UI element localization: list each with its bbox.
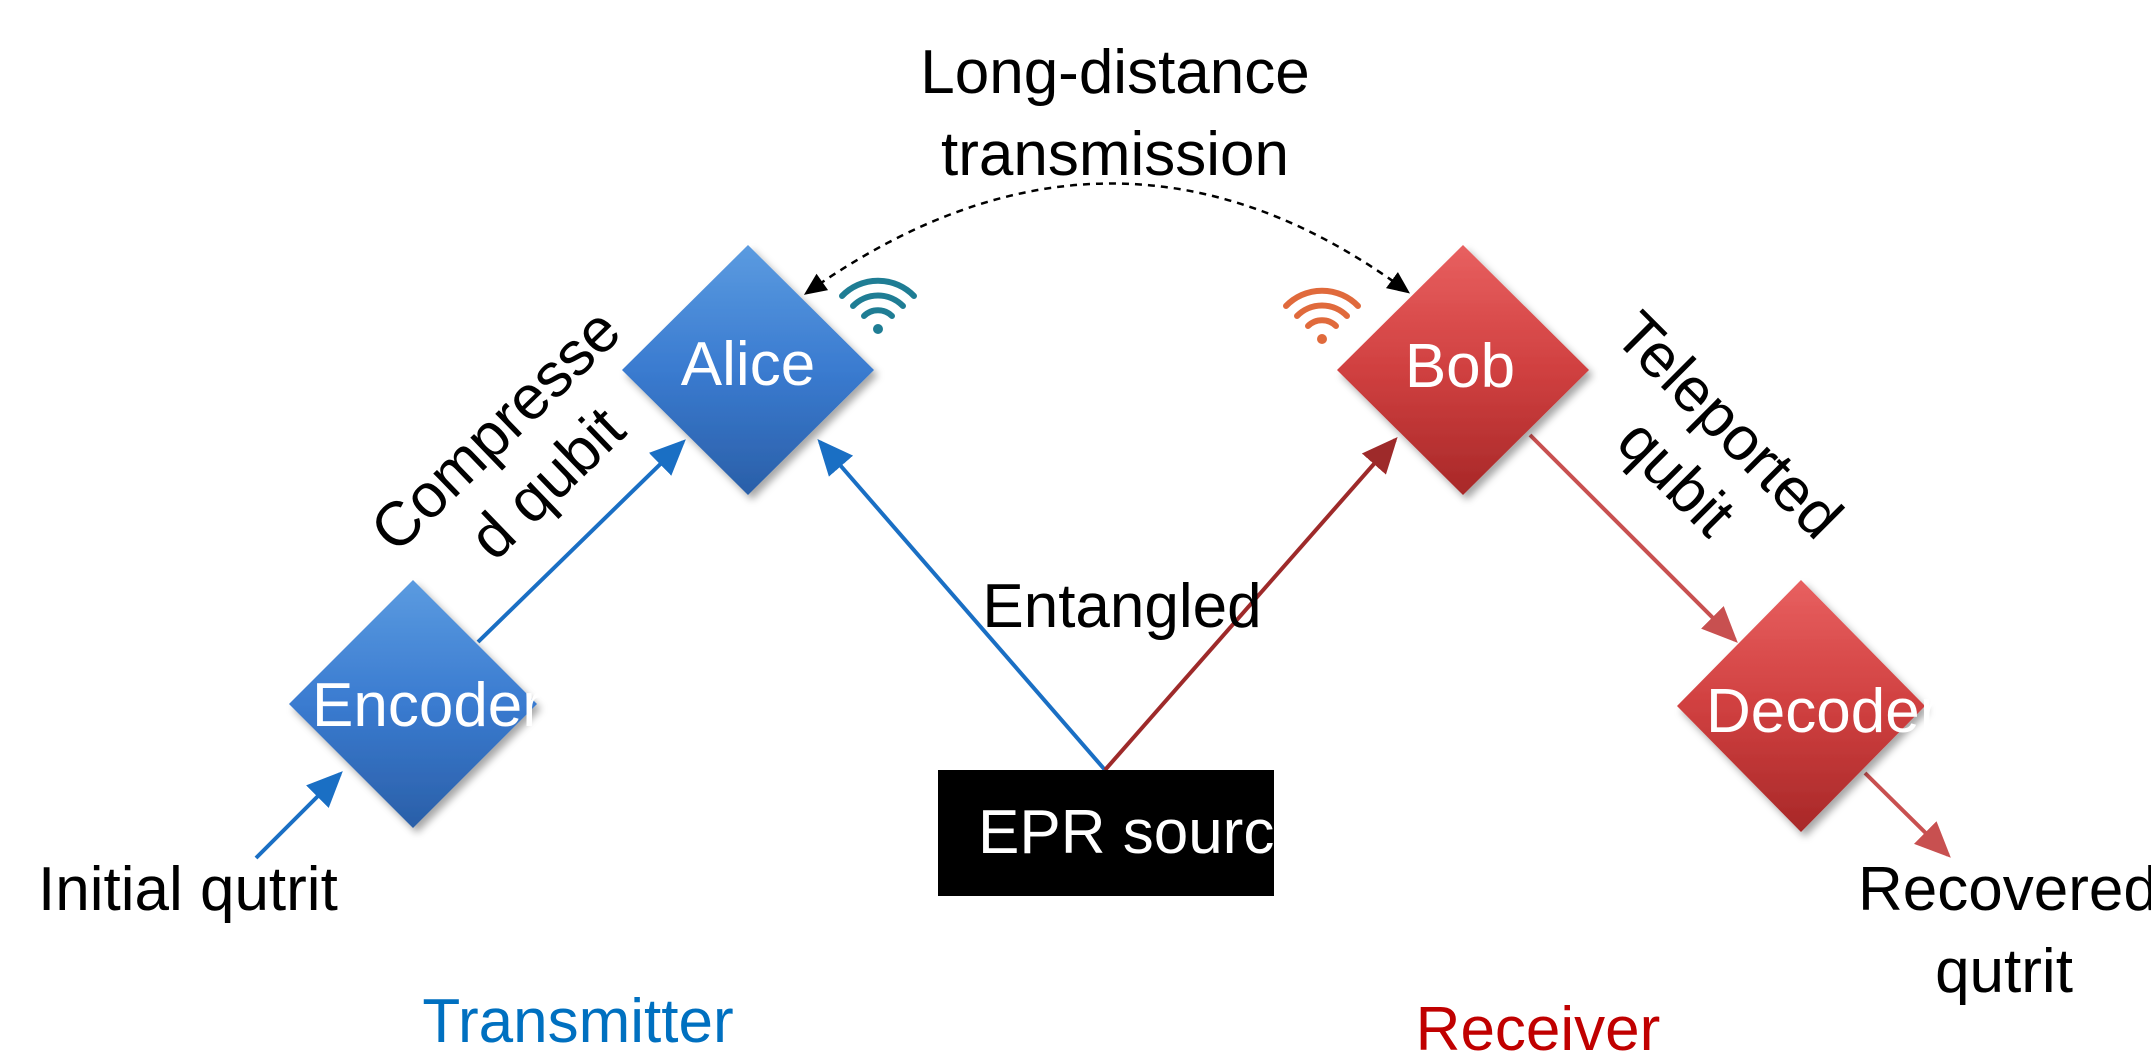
recovered-qutrit-line1: Recovered [1858, 855, 2151, 924]
wifi-icon [839, 277, 917, 334]
encoder-node: Encoder [289, 580, 543, 828]
decoder-node: Decoder [1677, 580, 1940, 832]
epr-to-alice-arrow [817, 438, 1107, 772]
decoder-label: Decoder [1706, 677, 1940, 746]
encoder-to-alice-arrow [476, 439, 686, 644]
long-distance-arc [803, 182, 1411, 295]
long-distance-label-line2: transmission [941, 120, 1289, 189]
long-distance-label-line1: Long-distance [920, 38, 1310, 107]
initial-qutrit-label: Initial qutrit [38, 855, 338, 924]
bob-to-decoder-arrow [1528, 433, 1738, 643]
bob-node: Bob [1337, 245, 1589, 495]
entangled-label: Entangled [982, 572, 1261, 641]
epr-source-label: EPR source [978, 798, 1309, 867]
decoder-to-recovered-arrow [1863, 771, 1951, 858]
transmitter-label: Transmitter [422, 987, 733, 1052]
epr-source-node: EPR source [938, 770, 1309, 896]
initial-qutrit-arrow [254, 771, 343, 860]
alice-node: Alice [622, 245, 874, 495]
wifi-icon [1283, 287, 1361, 344]
receiver-label: Receiver [1416, 995, 1661, 1052]
encoder-label: Encoder [312, 671, 543, 740]
recovered-qutrit-line2: qutrit [1935, 937, 2073, 1006]
epr-to-bob-arrow [1103, 436, 1398, 772]
bob-label: Bob [1405, 332, 1515, 401]
alice-label: Alice [681, 330, 815, 399]
